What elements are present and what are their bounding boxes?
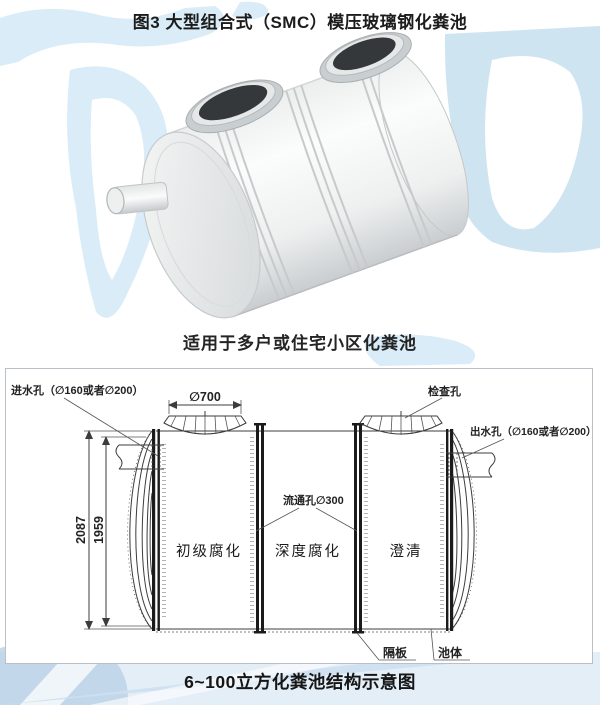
partition-label: 隔板 — [383, 645, 408, 660]
flow-hole-label: 流通孔∅300 — [283, 493, 344, 507]
flow-hole-callout: 流通孔∅300 — [255, 493, 358, 532]
tank-render — [106, 32, 469, 319]
inlet-pipe-stub — [106, 181, 169, 215]
partition-callout: 隔板 — [356, 632, 416, 661]
rib-lines — [212, 61, 433, 300]
tank-shell — [127, 429, 477, 633]
manhole-right — [319, 32, 412, 84]
partition-1 — [250, 423, 266, 634]
chamber-label-clarify: 澄清 — [390, 543, 423, 560]
outlet-pipe — [446, 452, 496, 478]
left-wall-inner — [157, 429, 160, 631]
outer-height-text: 2087 — [74, 516, 88, 544]
body-callout: 池体 — [430, 628, 470, 661]
left-end-cap — [127, 430, 153, 630]
inlet-callout: 进水孔（∅160或者∅200） — [11, 383, 159, 457]
body-label: 池体 — [438, 645, 463, 660]
manhole-cover-left — [163, 411, 247, 435]
manhole-diameter-dimension: ∅700 — [168, 390, 242, 414]
inlet-label: 进水孔（∅160或者∅200） — [11, 383, 144, 397]
inspection-callout: 检查孔 — [404, 384, 461, 419]
bottom-caption: 6~100立方化粪池结构示意图 — [184, 672, 416, 692]
right-wall — [450, 429, 454, 631]
tank-end-cap — [141, 131, 261, 319]
figure-title: 图3 大型组合式（SMC）模压玻璃钢化粪池 — [132, 13, 468, 32]
outer-height-dimension: 2087 — [74, 430, 151, 630]
inner-height-dimension: 1959 — [92, 436, 151, 627]
manhole-cover-right — [359, 411, 443, 435]
inlet-pipe — [115, 444, 164, 470]
photo-caption: 适用于多户或住宅小区化粪池 — [183, 334, 417, 353]
left-wall — [152, 429, 156, 631]
chamber-label-primary: 初级腐化 — [176, 542, 242, 560]
right-end-cap — [451, 430, 477, 630]
product-photo — [106, 32, 469, 319]
chamber-label-deep: 深度腐化 — [275, 542, 341, 560]
inspection-label: 检查孔 — [428, 384, 461, 398]
right-wall-inner — [446, 429, 449, 631]
outlet-callout: 出水孔（∅160或者∅200） — [461, 425, 597, 459]
structure-diagram: ∅700 2087 — [11, 383, 597, 661]
partition-2 — [352, 423, 368, 634]
manhole-diameter-text: ∅700 — [189, 390, 221, 404]
inner-height-text: 1959 — [92, 516, 106, 544]
manhole-left — [185, 79, 284, 134]
diagram-panel: ∅700 2087 — [5, 368, 597, 664]
outlet-label: 出水孔（∅160或者∅200） — [470, 425, 592, 438]
